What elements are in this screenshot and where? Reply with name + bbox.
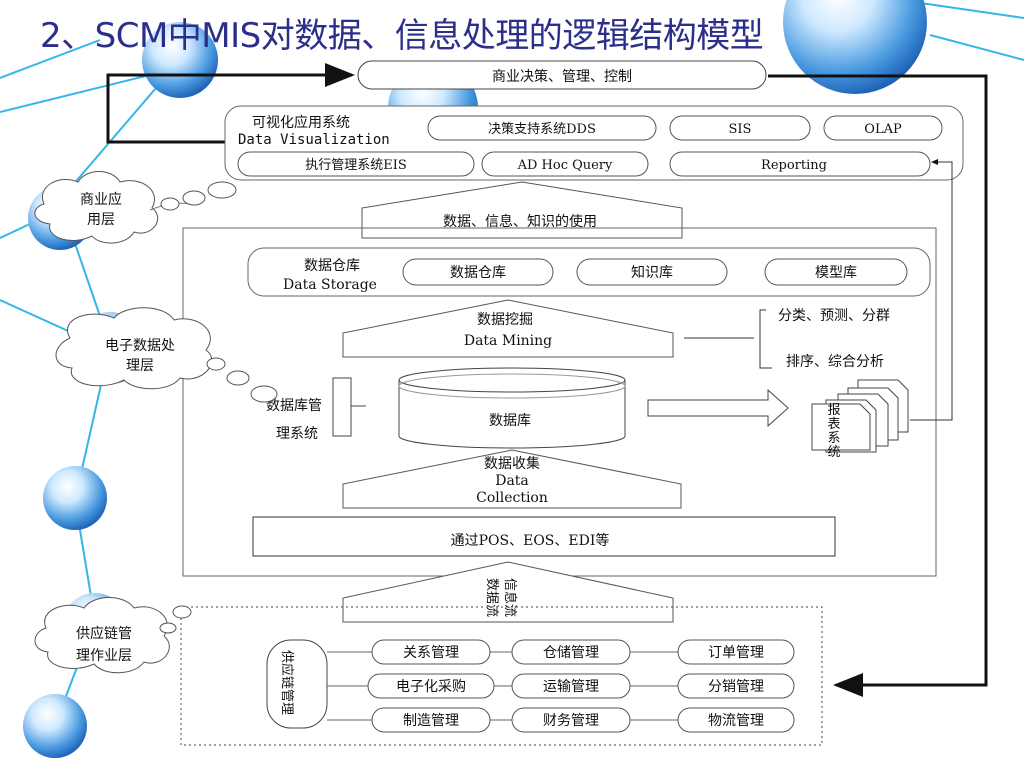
module-warehousing	[511, 639, 631, 665]
cloud-business-layer	[34, 171, 237, 244]
feedback-arrow-right	[768, 74, 988, 697]
storage-title-cn: 数据仓库	[304, 258, 360, 274]
report-char-3: 系	[827, 431, 840, 446]
scm-vertical-node	[266, 639, 328, 729]
report-char-2: 表	[827, 417, 840, 432]
warehouse-label: 数据仓库	[450, 265, 506, 281]
module-manufacturing	[371, 707, 491, 733]
adhoc-node	[481, 151, 649, 177]
module-eprocurement-label: 电子化采购	[396, 679, 466, 695]
module-finance-label: 财务管理	[543, 713, 599, 729]
dbms-label-1: 数据库管	[266, 398, 322, 414]
report-system	[811, 379, 909, 453]
supply-chain-layer	[180, 606, 823, 746]
sis-node	[669, 115, 811, 141]
module-manufacturing-label: 制造管理	[403, 713, 459, 729]
reporting-node	[669, 151, 931, 177]
module-warehousing-label: 仓储管理	[543, 645, 599, 661]
dds-node	[427, 115, 657, 141]
data-flow-label: 数据流	[484, 578, 499, 617]
usage-label: 数据、信息、知识的使用	[443, 213, 597, 230]
cloud-supply-line-1: 供应链管	[76, 625, 132, 642]
dds-label: 决策支持系统DDS	[488, 121, 596, 137]
module-transport-label: 运输管理	[543, 679, 599, 695]
pos-bar-label: 通过POS、EOS、EDI等	[451, 532, 610, 549]
flow-arrow	[342, 561, 674, 623]
module-eprocurement	[367, 673, 495, 699]
cloud-edp-layer	[55, 307, 278, 403]
reporting-label: Reporting	[761, 158, 827, 173]
sis-label: SIS	[729, 122, 752, 137]
module-distribution-label: 分销管理	[708, 679, 764, 695]
module-distribution	[677, 673, 795, 699]
module-relationship	[371, 639, 491, 665]
report-to-reporting-arrow	[910, 159, 953, 421]
module-relationship-label: 关系管理	[403, 645, 459, 661]
database-cylinder	[398, 367, 626, 449]
knowledge-label: 知识库	[631, 264, 673, 281]
model-label: 模型库	[815, 265, 857, 281]
scm-vertical-label: 供应链管理	[279, 650, 295, 715]
cloud-edp-line-2: 理层	[126, 358, 154, 374]
module-transport	[511, 673, 631, 699]
dbms-bracket	[332, 377, 352, 437]
mining-label-cn: 数据挖掘	[477, 312, 533, 328]
cloud-business-line-2: 用层	[87, 212, 115, 228]
eis-node	[237, 151, 475, 177]
mining-label-en: Data Mining	[464, 333, 552, 349]
adhoc-label: AD Hoc Query	[517, 158, 613, 173]
mining-output-1: 分类、预测、分群	[778, 308, 890, 324]
module-finance	[511, 707, 631, 733]
olap-label: OLAP	[864, 122, 902, 137]
decision-banner	[357, 60, 767, 90]
dbms-label-2: 理系统	[276, 426, 318, 442]
storage-title-en: Data Storage	[283, 277, 377, 293]
collection-arrow	[342, 449, 682, 509]
module-connectors	[327, 651, 678, 721]
report-char-4: 统	[827, 445, 840, 460]
database-to-report-arrow	[647, 388, 789, 428]
collection-label-en-1: Data	[495, 473, 529, 489]
collection-label-en-2: Collection	[476, 490, 548, 506]
mining-output-bracket	[684, 309, 772, 369]
visualization-title-cn: 可视化应用系统	[252, 114, 350, 131]
collection-label-cn: 数据收集	[484, 455, 540, 472]
report-char-1: 报	[827, 403, 840, 418]
model-node	[764, 258, 908, 286]
knowledge-node	[576, 258, 728, 286]
olap-node	[823, 115, 943, 141]
module-logistics-label: 物流管理	[708, 713, 764, 729]
visualization-title-en: Data Visualization	[238, 132, 390, 148]
module-order-label: 订单管理	[708, 645, 764, 661]
decision-banner-label: 商业决策、管理、控制	[492, 68, 632, 85]
mining-arrow	[342, 299, 674, 358]
mining-output-2: 排序、综合分析	[786, 354, 884, 370]
info-flow-label: 信息流	[502, 578, 518, 617]
feedback-arrow-top	[106, 63, 355, 144]
warehouse-node	[402, 258, 554, 286]
cloud-supply-layer	[34, 597, 192, 674]
pos-bar	[252, 516, 836, 557]
module-logistics	[677, 707, 795, 733]
database-label: 数据库	[489, 413, 531, 429]
eis-label: 执行管理系统EIS	[305, 158, 407, 173]
usage-arrow	[361, 181, 683, 239]
cloud-supply-line-2: 理作业层	[76, 648, 132, 664]
module-order	[677, 639, 795, 665]
slide-title: 2、SCM中MIS对数据、信息处理的逻辑结构模型	[40, 16, 764, 56]
cloud-business-line-1: 商业应	[80, 191, 122, 208]
cloud-edp-line-1: 电子数据处	[105, 338, 175, 354]
